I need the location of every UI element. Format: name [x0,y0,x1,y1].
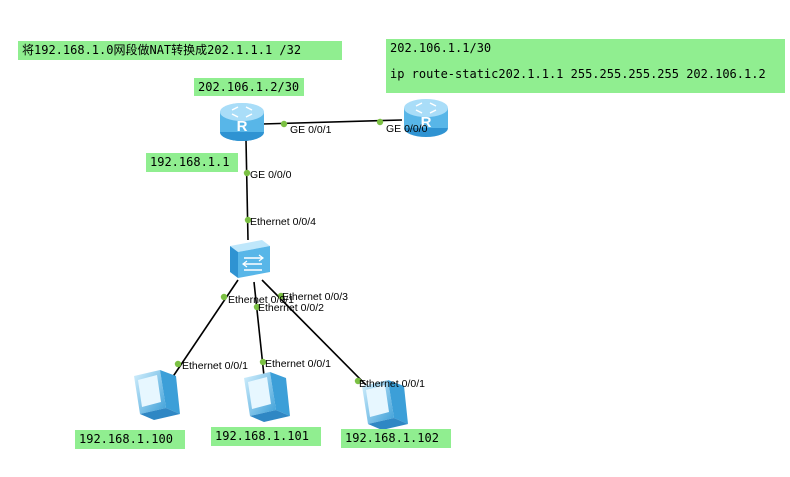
port-dots [174,118,384,385]
port-dot [243,169,251,177]
port-dot [174,360,182,368]
port-dot [376,118,384,126]
pc3-ip-address: 192.168.1.102 [341,429,451,448]
svg-text:R: R [237,118,248,135]
isp-config-note: 202.106.1.1/30 ip route-static202.1.1.1 … [386,39,785,93]
switch-lsw1[interactable] [230,240,270,278]
port-label-pc1-e001: Ethernet 0/0/1 [182,360,248,372]
port-label-pc2-e001: Ethernet 0/0/1 [265,358,331,370]
pc2-ip-address: 192.168.1.101 [211,427,321,446]
pc-3[interactable] [362,380,408,430]
pc-icon [244,372,290,422]
port-label-pc3-e001: Ethernet 0/0/1 [359,378,425,390]
router-icon: R [220,103,264,141]
port-label-sw-e001: Ethernet 0/0/1 [228,294,294,306]
link-r1-switch[interactable] [245,139,249,241]
port-label-sw-e002: Ethernet 0/0/2 [258,302,324,314]
port-dot [280,120,288,128]
port-dot [244,216,252,224]
port-label-r1-ge001: GE 0/0/1 [290,124,332,136]
isp-address: 202.106.1.1/30 [390,41,492,55]
port-label-r1-ge000: GE 0/0/0 [250,169,292,181]
pc-icon [362,380,408,430]
router-r1[interactable]: R [220,103,264,141]
router-icon: R [404,99,448,137]
pc-2[interactable] [244,372,290,422]
port-dot [354,377,362,385]
port-labels: GE 0/0/1 GE 0/0/0 GE 0/0/0 Ethernet 0/0/… [182,123,428,390]
svg-text:R: R [421,114,432,131]
port-label-r2-ge000: GE 0/0/0 [386,123,428,135]
r1-lan-address: 192.168.1.1 [146,153,238,172]
port-label-sw-e004: Ethernet 0/0/4 [250,216,316,228]
port-dot [220,293,228,301]
port-label-sw-e003: Ethernet 0/0/3 [282,291,348,303]
nat-note: 将192.168.1.0网段做NAT转换成202.1.1.1 /32 [18,41,342,60]
pc1-ip-address: 192.168.1.100 [75,430,185,449]
pc-icon [134,370,180,420]
port-dot [253,303,261,311]
pc-1[interactable] [134,370,180,420]
switch-icon [230,240,270,278]
r1-wan-address: 202.106.1.2/30 [194,78,304,96]
port-dot [259,358,267,366]
router-r2[interactable]: R [404,99,448,137]
port-dot [277,292,285,300]
isp-route: ip route-static202.1.1.1 255.255.255.255… [390,67,766,81]
